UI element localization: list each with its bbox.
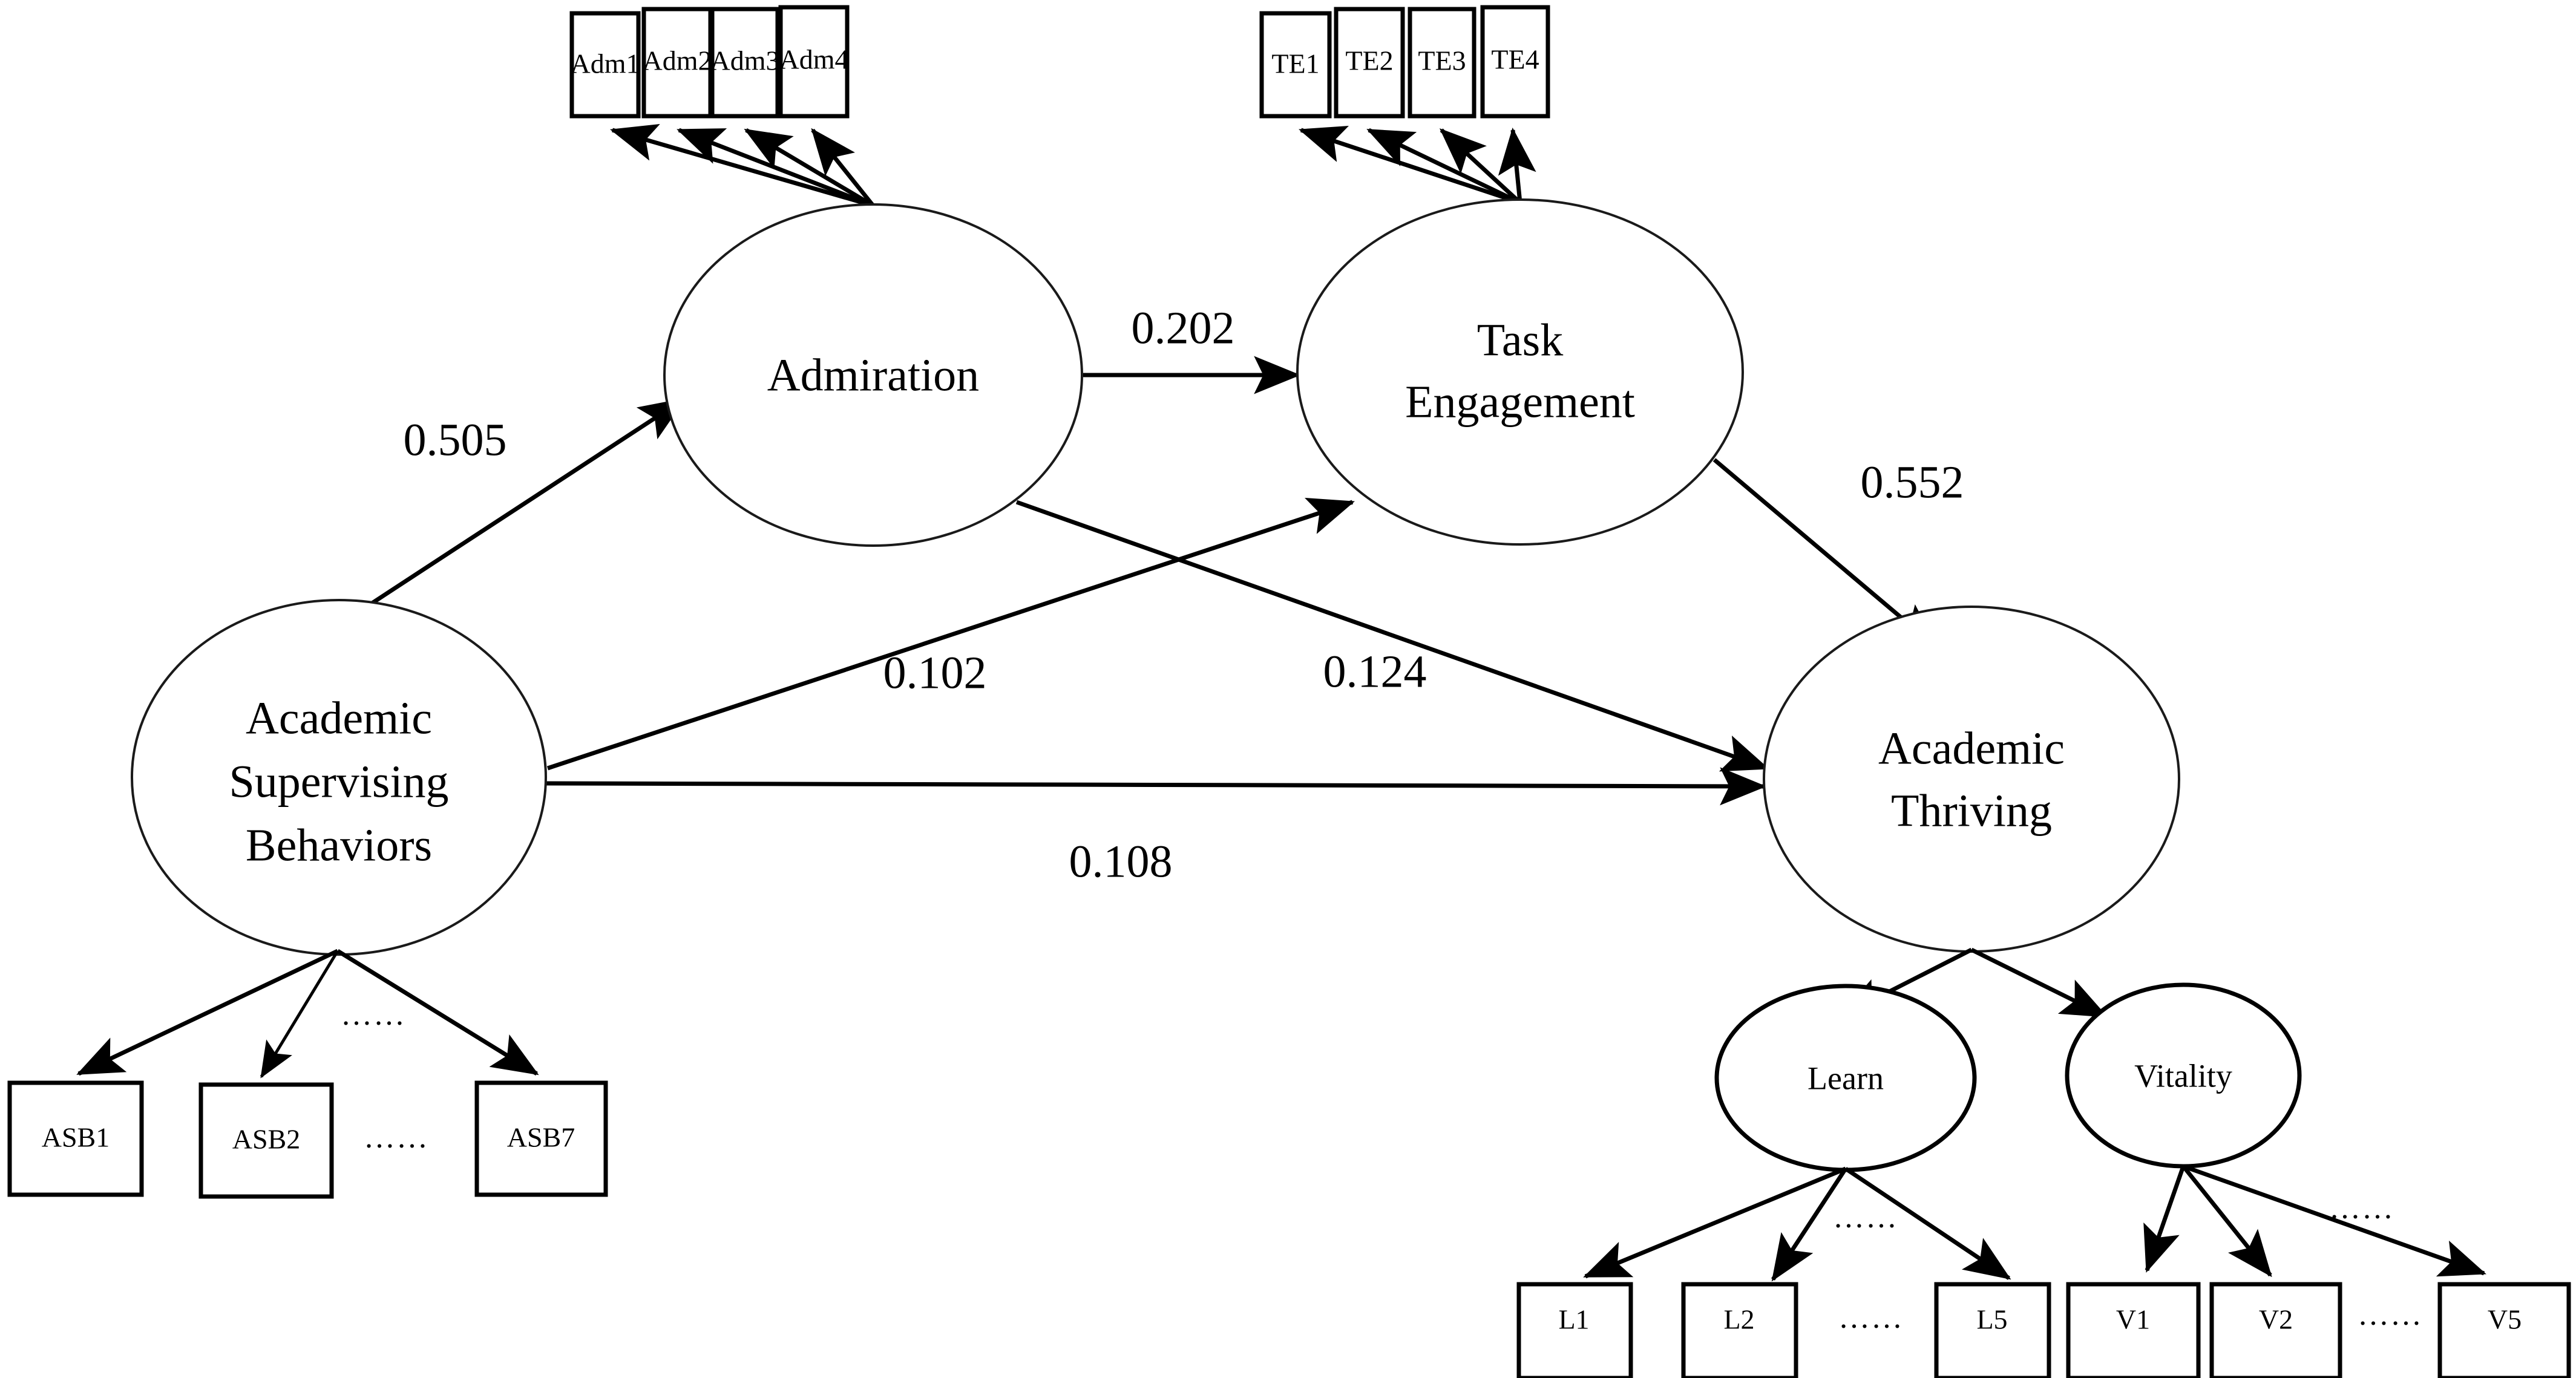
- indicator-box-l1: L1: [1516, 1282, 1633, 1378]
- indicator-box-adm1: Adm1: [569, 11, 641, 119]
- indicator-box-l5: L5: [1934, 1282, 2051, 1378]
- indicator-label: Adm4: [779, 44, 849, 75]
- latent-label-asb-line2: Supervising: [229, 756, 448, 807]
- indicator-label: ASB2: [232, 1124, 300, 1155]
- measurement-arrows-asb: [76, 949, 539, 1079]
- indicator-box-asb7: ASB7: [474, 1080, 608, 1197]
- indicator-label: L1: [1558, 1304, 1589, 1335]
- indicator-label: TE1: [1271, 48, 1319, 79]
- coefficient-label-asb-admiration: 0.505: [404, 414, 507, 465]
- ellipsis-vitality-row: ……: [2358, 1298, 2423, 1332]
- indicator-label: TE2: [1345, 45, 1393, 76]
- indicator-box-adm4: Adm4: [778, 5, 850, 119]
- path-asb-to-admiration: [359, 397, 686, 613]
- measurement-arrows-vitality: [2143, 1164, 2486, 1278]
- latent-node-task-engagement: Task Engagement: [1296, 198, 1744, 546]
- measurement-arrows-learn: [1583, 1166, 2011, 1282]
- latent-label-task-engagement-line1: Task: [1477, 315, 1563, 365]
- indicator-box-v5: V5: [2437, 1282, 2571, 1378]
- indicator-label: ASB7: [507, 1122, 575, 1153]
- path-task-engagement-to-academic-thriving: [1712, 458, 1939, 649]
- ellipsis-asb-row: ……: [364, 1120, 429, 1155]
- indicator-label: L2: [1723, 1304, 1754, 1335]
- latent-label-vitality: Vitality: [2134, 1057, 2232, 1094]
- indicator-box-l2: L2: [1681, 1282, 1798, 1378]
- latent-node-academic-supervising-behaviors: Academic Supervising Behaviors: [131, 599, 547, 956]
- indicator-box-te2: TE2: [1334, 7, 1405, 119]
- latent-label-admiration: Admiration: [767, 350, 979, 400]
- coefficient-label-admiration-thriving: 0.124: [1323, 646, 1427, 697]
- indicator-box-te3: TE3: [1408, 7, 1476, 119]
- ellipsis-asb-upper: ……: [341, 998, 406, 1032]
- indicator-box-adm2: Adm2: [641, 7, 713, 119]
- path-admiration-to-academic-thriving: [1015, 500, 1769, 772]
- indicator-label: Adm3: [710, 45, 780, 76]
- latent-node-vitality: Vitality: [2065, 982, 2302, 1169]
- measurement-arrows-task-engagement: [1299, 126, 1536, 205]
- path-asb-to-academic-thriving: [544, 767, 1767, 806]
- coefficient-label-asb-thriving: 0.108: [1069, 836, 1173, 887]
- ellipsis-vitality-upper: ……: [2329, 1191, 2394, 1226]
- indicator-box-v1: V1: [2066, 1282, 2201, 1378]
- indicator-label: Adm1: [571, 48, 640, 79]
- latent-label-academic-thriving-line1: Academic: [1878, 723, 2065, 774]
- indicator-box-adm3: Adm3: [710, 7, 780, 119]
- indicator-box-v2: V2: [2209, 1282, 2342, 1378]
- latent-label-task-engagement-line2: Engagement: [1405, 376, 1635, 427]
- indicator-label: L5: [1976, 1304, 2007, 1335]
- path-asb-to-task-engagement: [546, 497, 1355, 771]
- indicator-label: V1: [2116, 1304, 2150, 1335]
- indicator-box-te1: TE1: [1259, 11, 1332, 119]
- latent-label-learn: Learn: [1807, 1060, 1884, 1096]
- ellipsis-learn-row: ……: [1838, 1301, 1904, 1335]
- latent-node-learn: Learn: [1714, 984, 1977, 1172]
- ellipsis-learn-upper: ……: [1833, 1200, 1898, 1235]
- indicator-box-asb1: ASB1: [7, 1080, 144, 1197]
- latent-node-academic-thriving: Academic Thriving: [1763, 606, 2180, 953]
- indicator-label: V2: [2259, 1304, 2293, 1335]
- latent-label-asb-line1: Academic: [246, 693, 432, 743]
- indicator-box-asb2: ASB2: [198, 1082, 334, 1199]
- indicator-box-te4: TE4: [1480, 5, 1550, 119]
- indicator-label: V5: [2488, 1304, 2522, 1335]
- coefficient-label-admiration-te: 0.202: [1132, 302, 1235, 353]
- indicator-label: ASB1: [42, 1122, 110, 1153]
- coefficient-label-asb-te: 0.102: [883, 647, 987, 698]
- measurement-arrows-admiration: [609, 124, 875, 208]
- indicator-label: TE4: [1491, 44, 1539, 75]
- latent-label-asb-line3: Behaviors: [246, 820, 432, 870]
- latent-label-academic-thriving-line2: Thriving: [1891, 785, 2052, 836]
- indicator-label: Adm2: [643, 45, 712, 76]
- latent-node-admiration: Admiration: [663, 203, 1083, 547]
- indicator-label: TE3: [1418, 45, 1466, 76]
- coefficient-label-te-thriving: 0.552: [1861, 457, 1964, 508]
